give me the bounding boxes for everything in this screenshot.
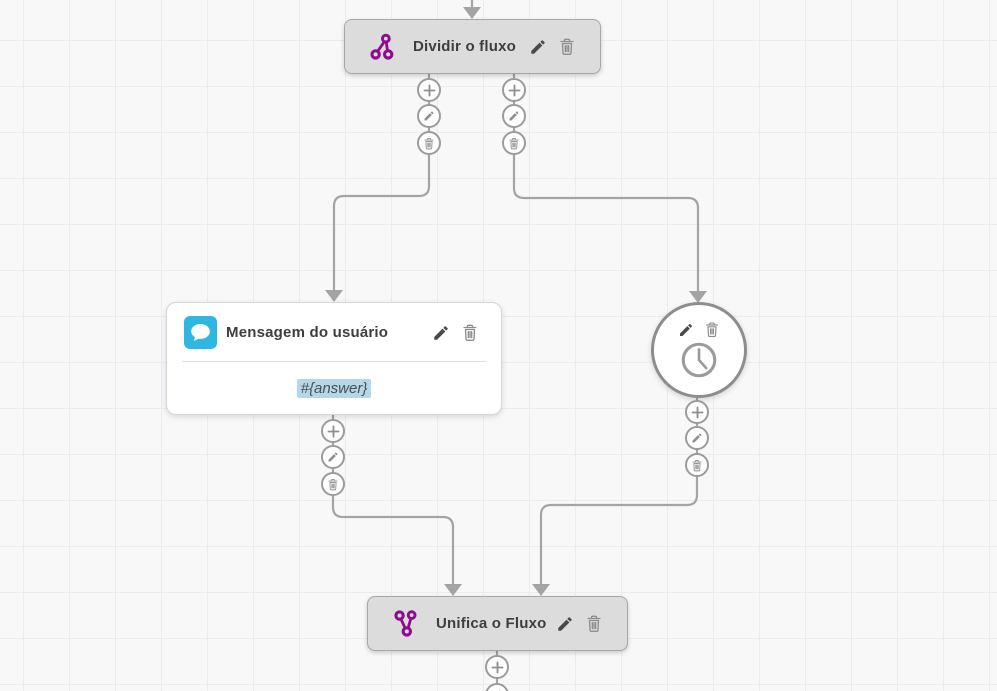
edit-connection-button[interactable] bbox=[685, 426, 709, 450]
trash-icon bbox=[327, 478, 339, 491]
node-split-flow[interactable]: Dividir o fluxo bbox=[344, 19, 601, 74]
connector-path bbox=[331, 415, 455, 584]
clock-icon bbox=[678, 339, 720, 381]
node-user-message[interactable]: Mensagem do usuário #{answer} bbox=[166, 302, 502, 415]
edit-connection-button[interactable] bbox=[417, 104, 441, 128]
connector-path bbox=[512, 74, 700, 291]
add-connection-button[interactable] bbox=[685, 400, 709, 424]
plus-icon bbox=[423, 84, 436, 97]
delete-node-button[interactable] bbox=[704, 321, 720, 338]
node-timer[interactable] bbox=[651, 302, 747, 398]
variable-chip: #{answer} bbox=[296, 378, 372, 398]
pencil-icon bbox=[556, 615, 574, 633]
arrowhead-icon bbox=[689, 291, 707, 303]
pencil-icon bbox=[423, 110, 435, 122]
plus-icon bbox=[508, 84, 521, 97]
node-title: Dividir o fluxo bbox=[413, 38, 517, 55]
connector-path bbox=[332, 74, 431, 290]
node-merge-flow[interactable]: Unifica o Fluxo bbox=[367, 596, 628, 651]
merge-icon bbox=[392, 610, 422, 637]
add-connection-button[interactable] bbox=[485, 655, 509, 679]
node-title: Mensagem do usuário bbox=[226, 324, 389, 341]
add-connection-button[interactable] bbox=[417, 78, 441, 102]
edit-connection-button[interactable] bbox=[321, 445, 345, 469]
trash-icon bbox=[558, 37, 576, 56]
add-connection-button[interactable] bbox=[502, 78, 526, 102]
node-body: #{answer} bbox=[167, 362, 501, 414]
delete-node-button[interactable] bbox=[461, 323, 479, 342]
pencil-icon bbox=[432, 324, 450, 342]
add-connection-button[interactable] bbox=[321, 419, 345, 443]
trash-icon bbox=[508, 137, 520, 150]
edit-node-button[interactable] bbox=[678, 322, 694, 338]
split-icon bbox=[369, 33, 399, 60]
node-title: Unifica o Fluxo bbox=[436, 615, 547, 632]
connector-path bbox=[539, 396, 699, 584]
plus-icon bbox=[691, 406, 704, 419]
delete-connection-button[interactable] bbox=[685, 453, 709, 477]
arrowhead-icon bbox=[444, 584, 462, 596]
edit-node-button[interactable] bbox=[432, 324, 450, 342]
trash-icon bbox=[691, 459, 703, 472]
plus-icon bbox=[491, 661, 504, 674]
pencil-icon bbox=[327, 451, 339, 463]
node-divider bbox=[182, 361, 486, 362]
trash-icon bbox=[461, 323, 479, 342]
node-header: Mensagem do usuário bbox=[167, 303, 501, 349]
plus-icon bbox=[327, 425, 340, 438]
pencil-icon bbox=[508, 110, 520, 122]
arrowhead-icon bbox=[532, 584, 550, 596]
delete-connection-button[interactable] bbox=[502, 131, 526, 155]
chat-bubble-icon bbox=[184, 316, 217, 349]
arrowhead-icon bbox=[325, 290, 343, 302]
delete-node-button[interactable] bbox=[585, 614, 603, 633]
arrowhead-icon bbox=[463, 7, 481, 19]
delete-connection-button[interactable] bbox=[417, 131, 441, 155]
pencil-icon bbox=[529, 38, 547, 56]
edit-node-button[interactable] bbox=[556, 615, 574, 633]
pencil-icon bbox=[691, 432, 703, 444]
trash-icon bbox=[704, 321, 720, 338]
pencil-icon bbox=[678, 322, 694, 338]
delete-connection-button[interactable] bbox=[321, 472, 345, 496]
delete-node-button[interactable] bbox=[558, 37, 576, 56]
edit-connection-button[interactable] bbox=[502, 104, 526, 128]
trash-icon bbox=[585, 614, 603, 633]
trash-icon bbox=[423, 137, 435, 150]
edit-node-button[interactable] bbox=[529, 38, 547, 56]
